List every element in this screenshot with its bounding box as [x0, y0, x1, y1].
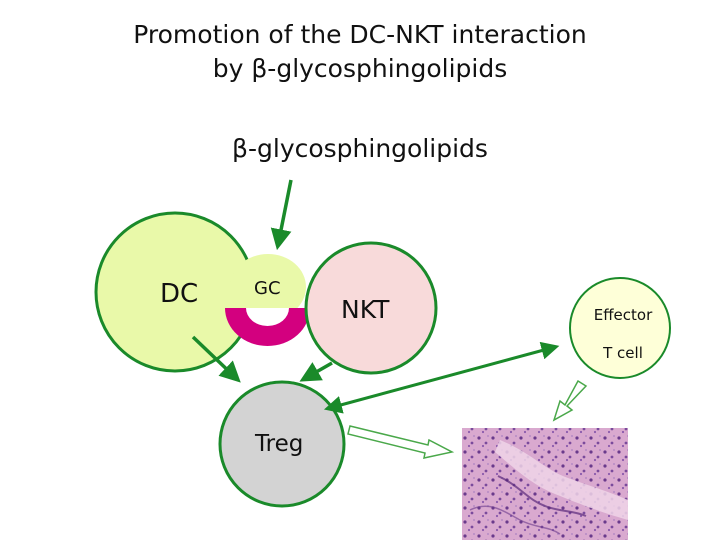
arrow-dc-to-treg	[191, 335, 241, 383]
slide-title: Promotion of the DC-NKT interaction by β…	[0, 18, 720, 86]
treg-cell	[218, 380, 346, 508]
effector-label-line1: Effector	[594, 306, 653, 324]
nkt-label: NKT	[341, 295, 390, 324]
slide-title-line1: Promotion of the DC-NKT interaction	[133, 20, 587, 49]
dc-label: DC	[160, 279, 198, 309]
arrow-treg-effector-bidirectional	[323, 341, 560, 414]
gc-bulge	[230, 254, 306, 320]
histology-tissue-image	[462, 428, 628, 540]
hollow-arrow-effector-to-tissue	[552, 379, 588, 422]
arrow-nkt-to-treg	[299, 361, 333, 382]
glycosphingolipids-label: β-glycosphingolipids	[232, 134, 488, 163]
gc-label: GC	[254, 278, 281, 299]
effector-t-cell	[569, 277, 671, 379]
arrow-glycolipid-to-gc	[270, 179, 293, 251]
effector-label-line2: T cell	[602, 344, 643, 362]
cd1d-groove	[246, 308, 289, 326]
cd1d-molecule	[225, 308, 310, 346]
slide-title-line2: by β-glycosphingolipids	[212, 54, 508, 83]
treg-label: Treg	[254, 431, 303, 457]
hollow-arrow-treg-to-tissue	[347, 425, 455, 459]
